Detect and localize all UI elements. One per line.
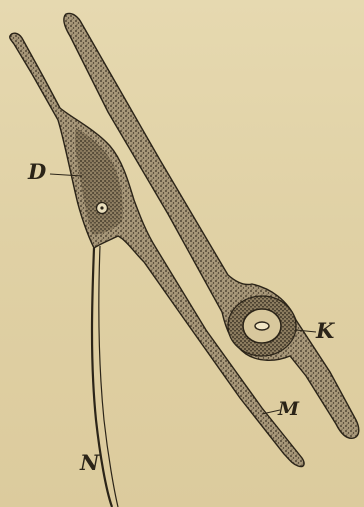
cell-body-d (10, 33, 304, 466)
label-m: M (278, 400, 299, 419)
label-k: K (316, 320, 334, 341)
nucleus-k (228, 296, 296, 356)
label-d: D (28, 161, 46, 182)
label-n: N (80, 452, 99, 473)
